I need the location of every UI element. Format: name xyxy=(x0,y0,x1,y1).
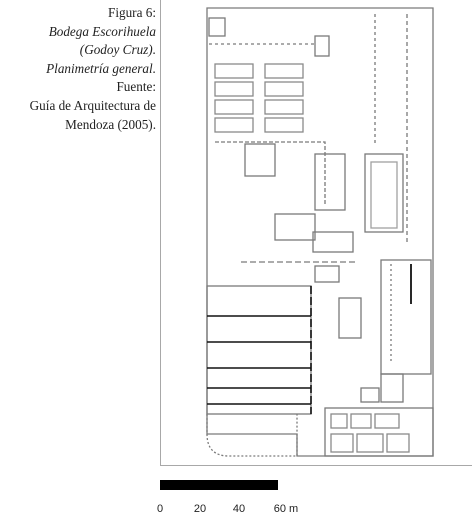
figure-caption: Figura 6: Bodega Escorihuela (Godoy Cruz… xyxy=(0,4,156,134)
bottom-right-annex xyxy=(380,373,404,403)
right-shed-inner xyxy=(370,161,398,229)
top-right-block xyxy=(314,35,330,57)
barrel-hall-rows xyxy=(207,315,311,405)
scale-tick-60m: 60 m xyxy=(274,503,298,515)
courtyard-block xyxy=(274,213,316,241)
rounded-yard xyxy=(206,414,298,457)
source-line-1: Guía de Arquitectura de xyxy=(29,97,156,113)
scale-tick-40: 40 xyxy=(233,503,245,515)
bottom-right-annex-2 xyxy=(360,387,380,403)
right-mid-block xyxy=(338,297,362,339)
tank-grid xyxy=(214,63,304,133)
site-plan xyxy=(206,7,434,457)
bottom-right-rooms xyxy=(330,413,410,453)
figure-title-line-1: Bodega Escorihuela xyxy=(48,23,156,39)
central-block xyxy=(314,153,346,211)
source-label: Fuente: xyxy=(116,79,156,95)
scale-bar-block xyxy=(160,480,278,490)
right-long-shed xyxy=(364,153,404,233)
mid-room xyxy=(314,265,340,283)
bottom-right-complex xyxy=(324,407,434,457)
top-small-building xyxy=(208,17,226,37)
scale-tick-0: 0 xyxy=(157,503,163,515)
figure-label: Figura 6: xyxy=(108,5,156,20)
central-wall-1 xyxy=(215,141,326,204)
central-court xyxy=(244,143,276,177)
scale-bar: 0 20 40 60 m xyxy=(157,480,298,515)
center-square xyxy=(312,231,354,253)
barrel-hall xyxy=(206,285,312,415)
source-line-2: Mendoza (2005). xyxy=(65,116,156,132)
figure-title-line-2: (Godoy Cruz). xyxy=(79,42,156,58)
figure-title-line-3: Planimetría general. xyxy=(46,60,156,76)
figure-frame xyxy=(160,0,472,466)
scale-tick-20: 20 xyxy=(194,503,206,515)
right-mid-block-2 xyxy=(380,259,432,375)
